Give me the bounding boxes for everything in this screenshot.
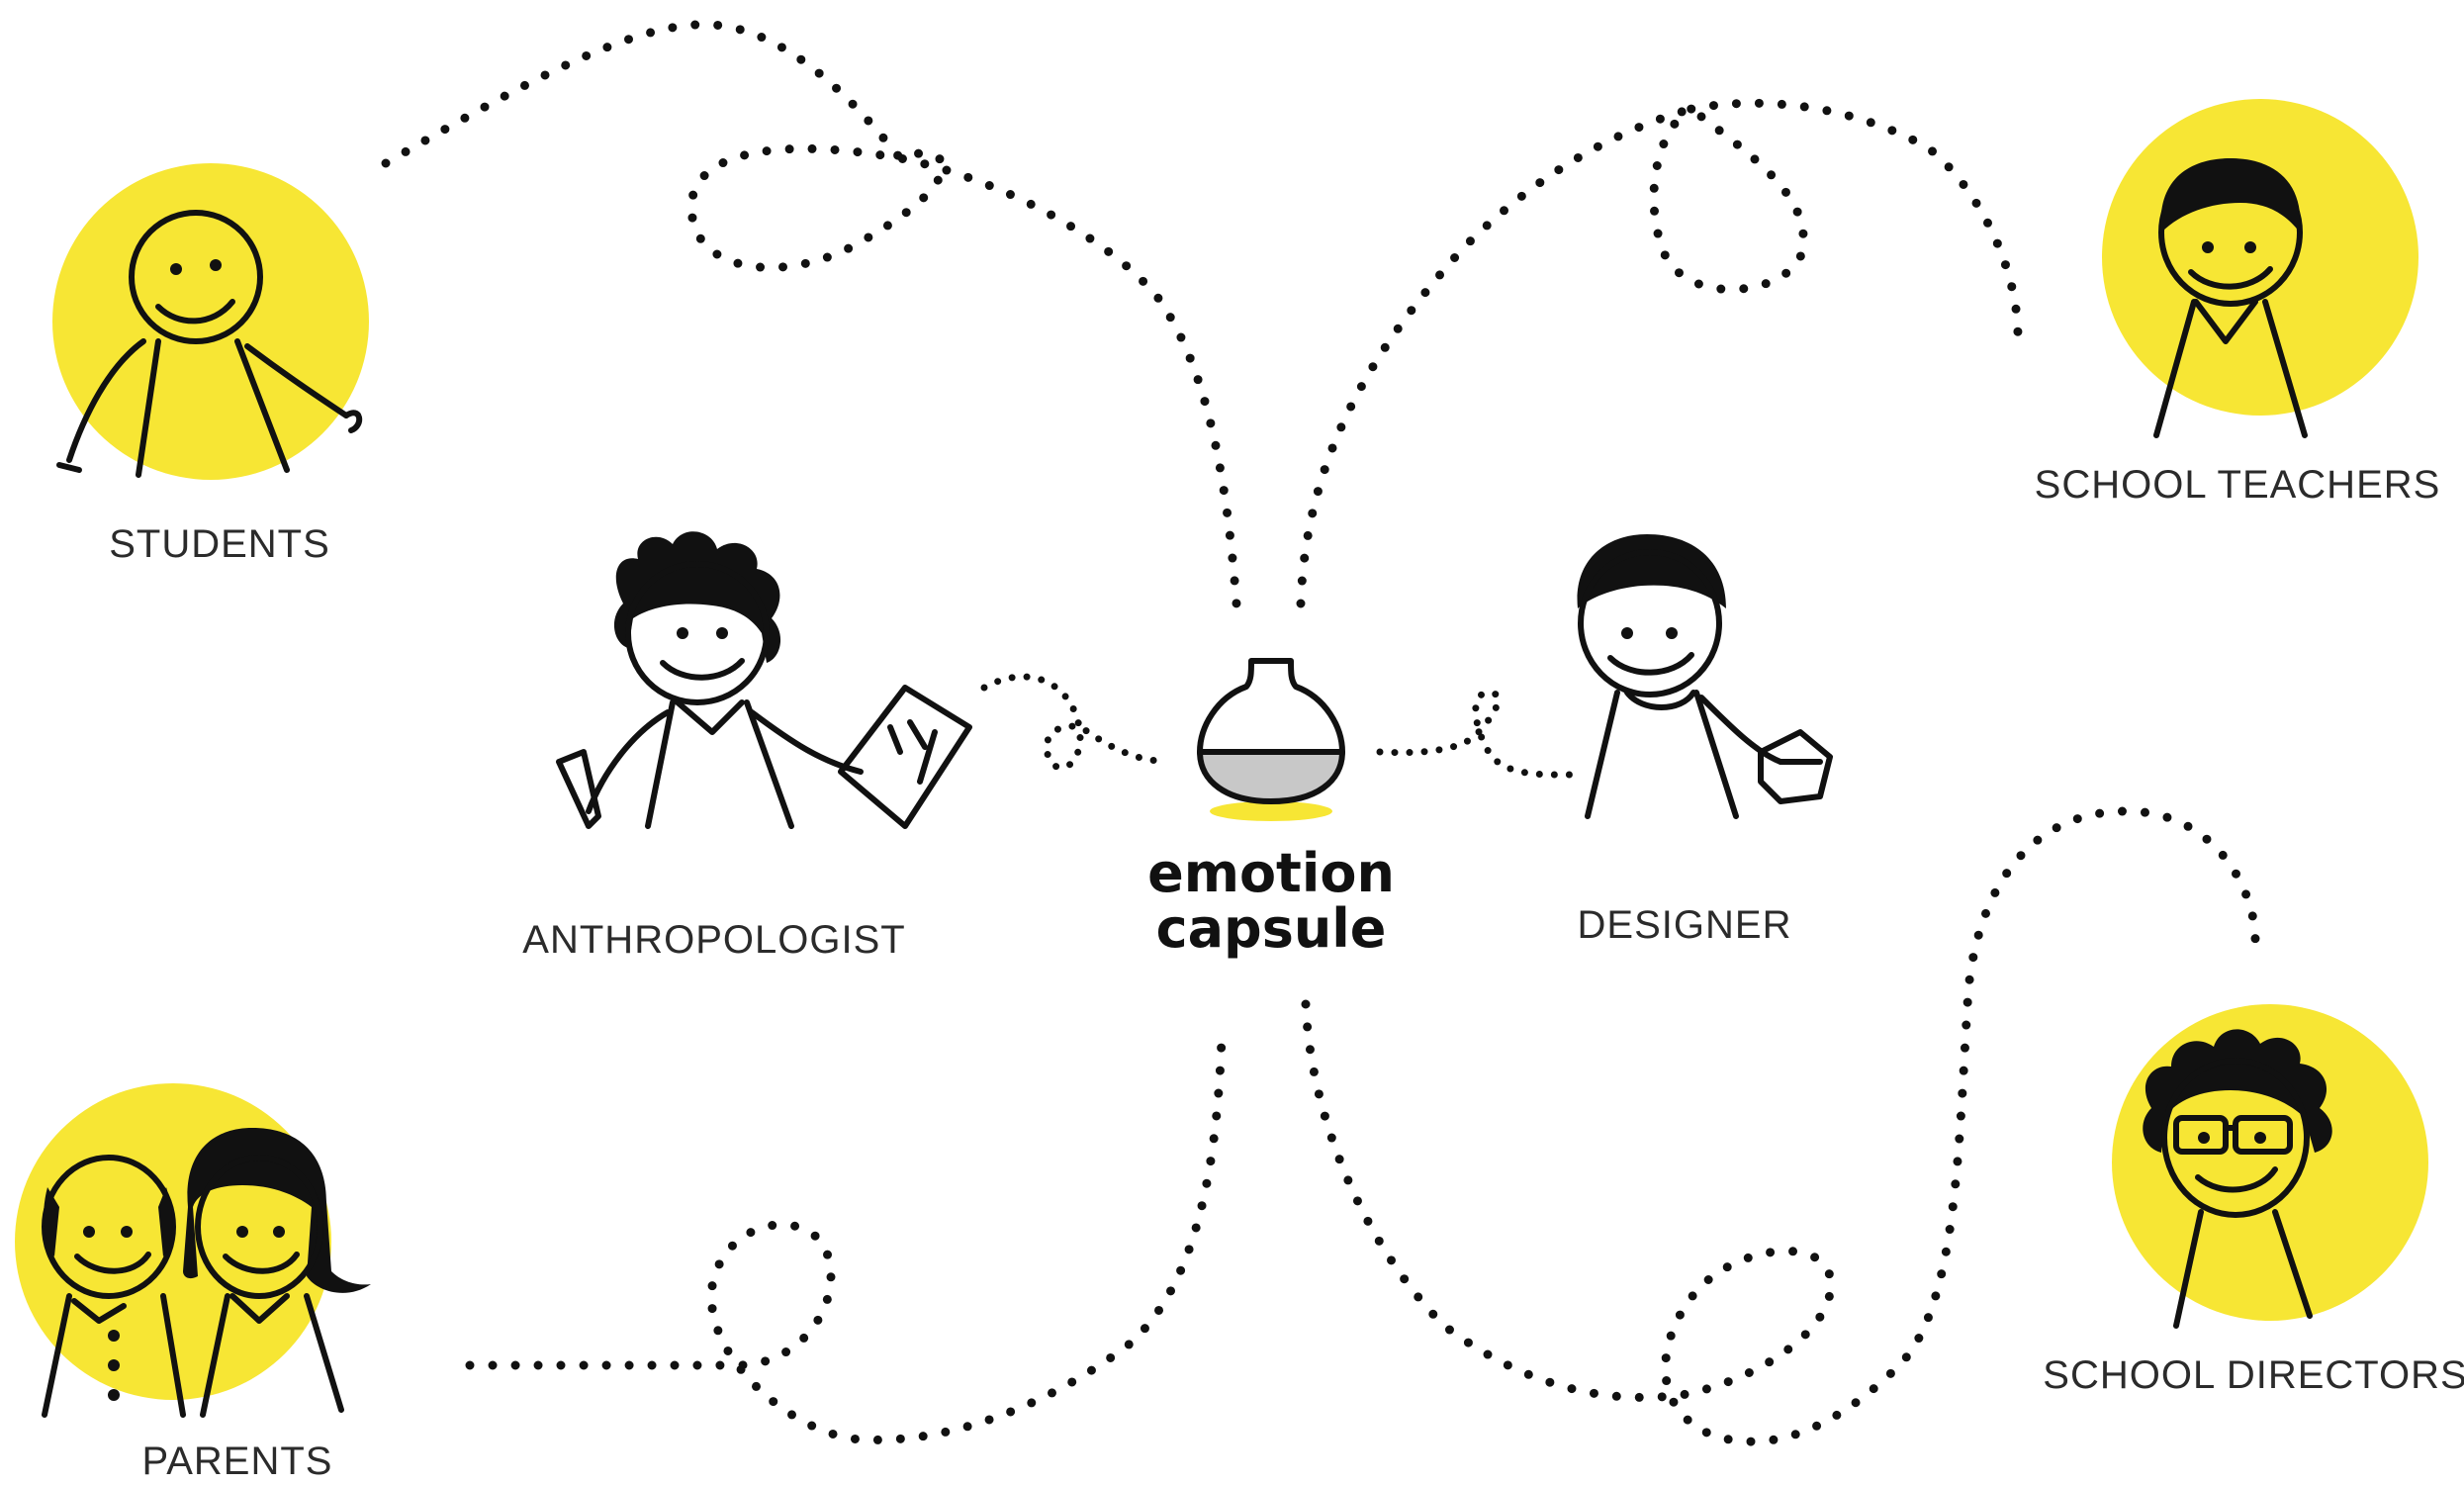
connector-students — [381, 20, 1241, 608]
title-line-1: emotion — [1147, 842, 1395, 904]
label-school-teachers: SCHOOL TEACHERS — [2034, 463, 2441, 507]
connector-designer — [1376, 689, 1577, 779]
title-line-2: capsule — [1155, 897, 1387, 960]
connector-parents — [465, 1034, 1227, 1444]
emotion-capsule-title: emotion capsule — [1147, 846, 1395, 957]
connector-school-teachers — [1296, 98, 2023, 608]
emotion-capsule-icon — [1197, 658, 1345, 821]
label-designer: DESIGNER — [1577, 903, 1792, 947]
school-teachers-avatar — [2102, 99, 2418, 438]
label-school-directors: SCHOOL DIRECTORS — [2043, 1353, 2464, 1397]
label-anthropologist: ANTHROPOLOGIST — [522, 918, 906, 962]
designer-figure — [1577, 534, 1833, 819]
anthropologist-figure — [556, 531, 972, 829]
parents-avatar — [15, 1083, 371, 1418]
school-directors-avatar — [2112, 1004, 2428, 1329]
connector-anthropologist — [980, 673, 1171, 772]
label-parents: PARENTS — [141, 1440, 333, 1483]
students-avatar — [52, 163, 369, 480]
label-students: STUDENTS — [109, 522, 330, 566]
